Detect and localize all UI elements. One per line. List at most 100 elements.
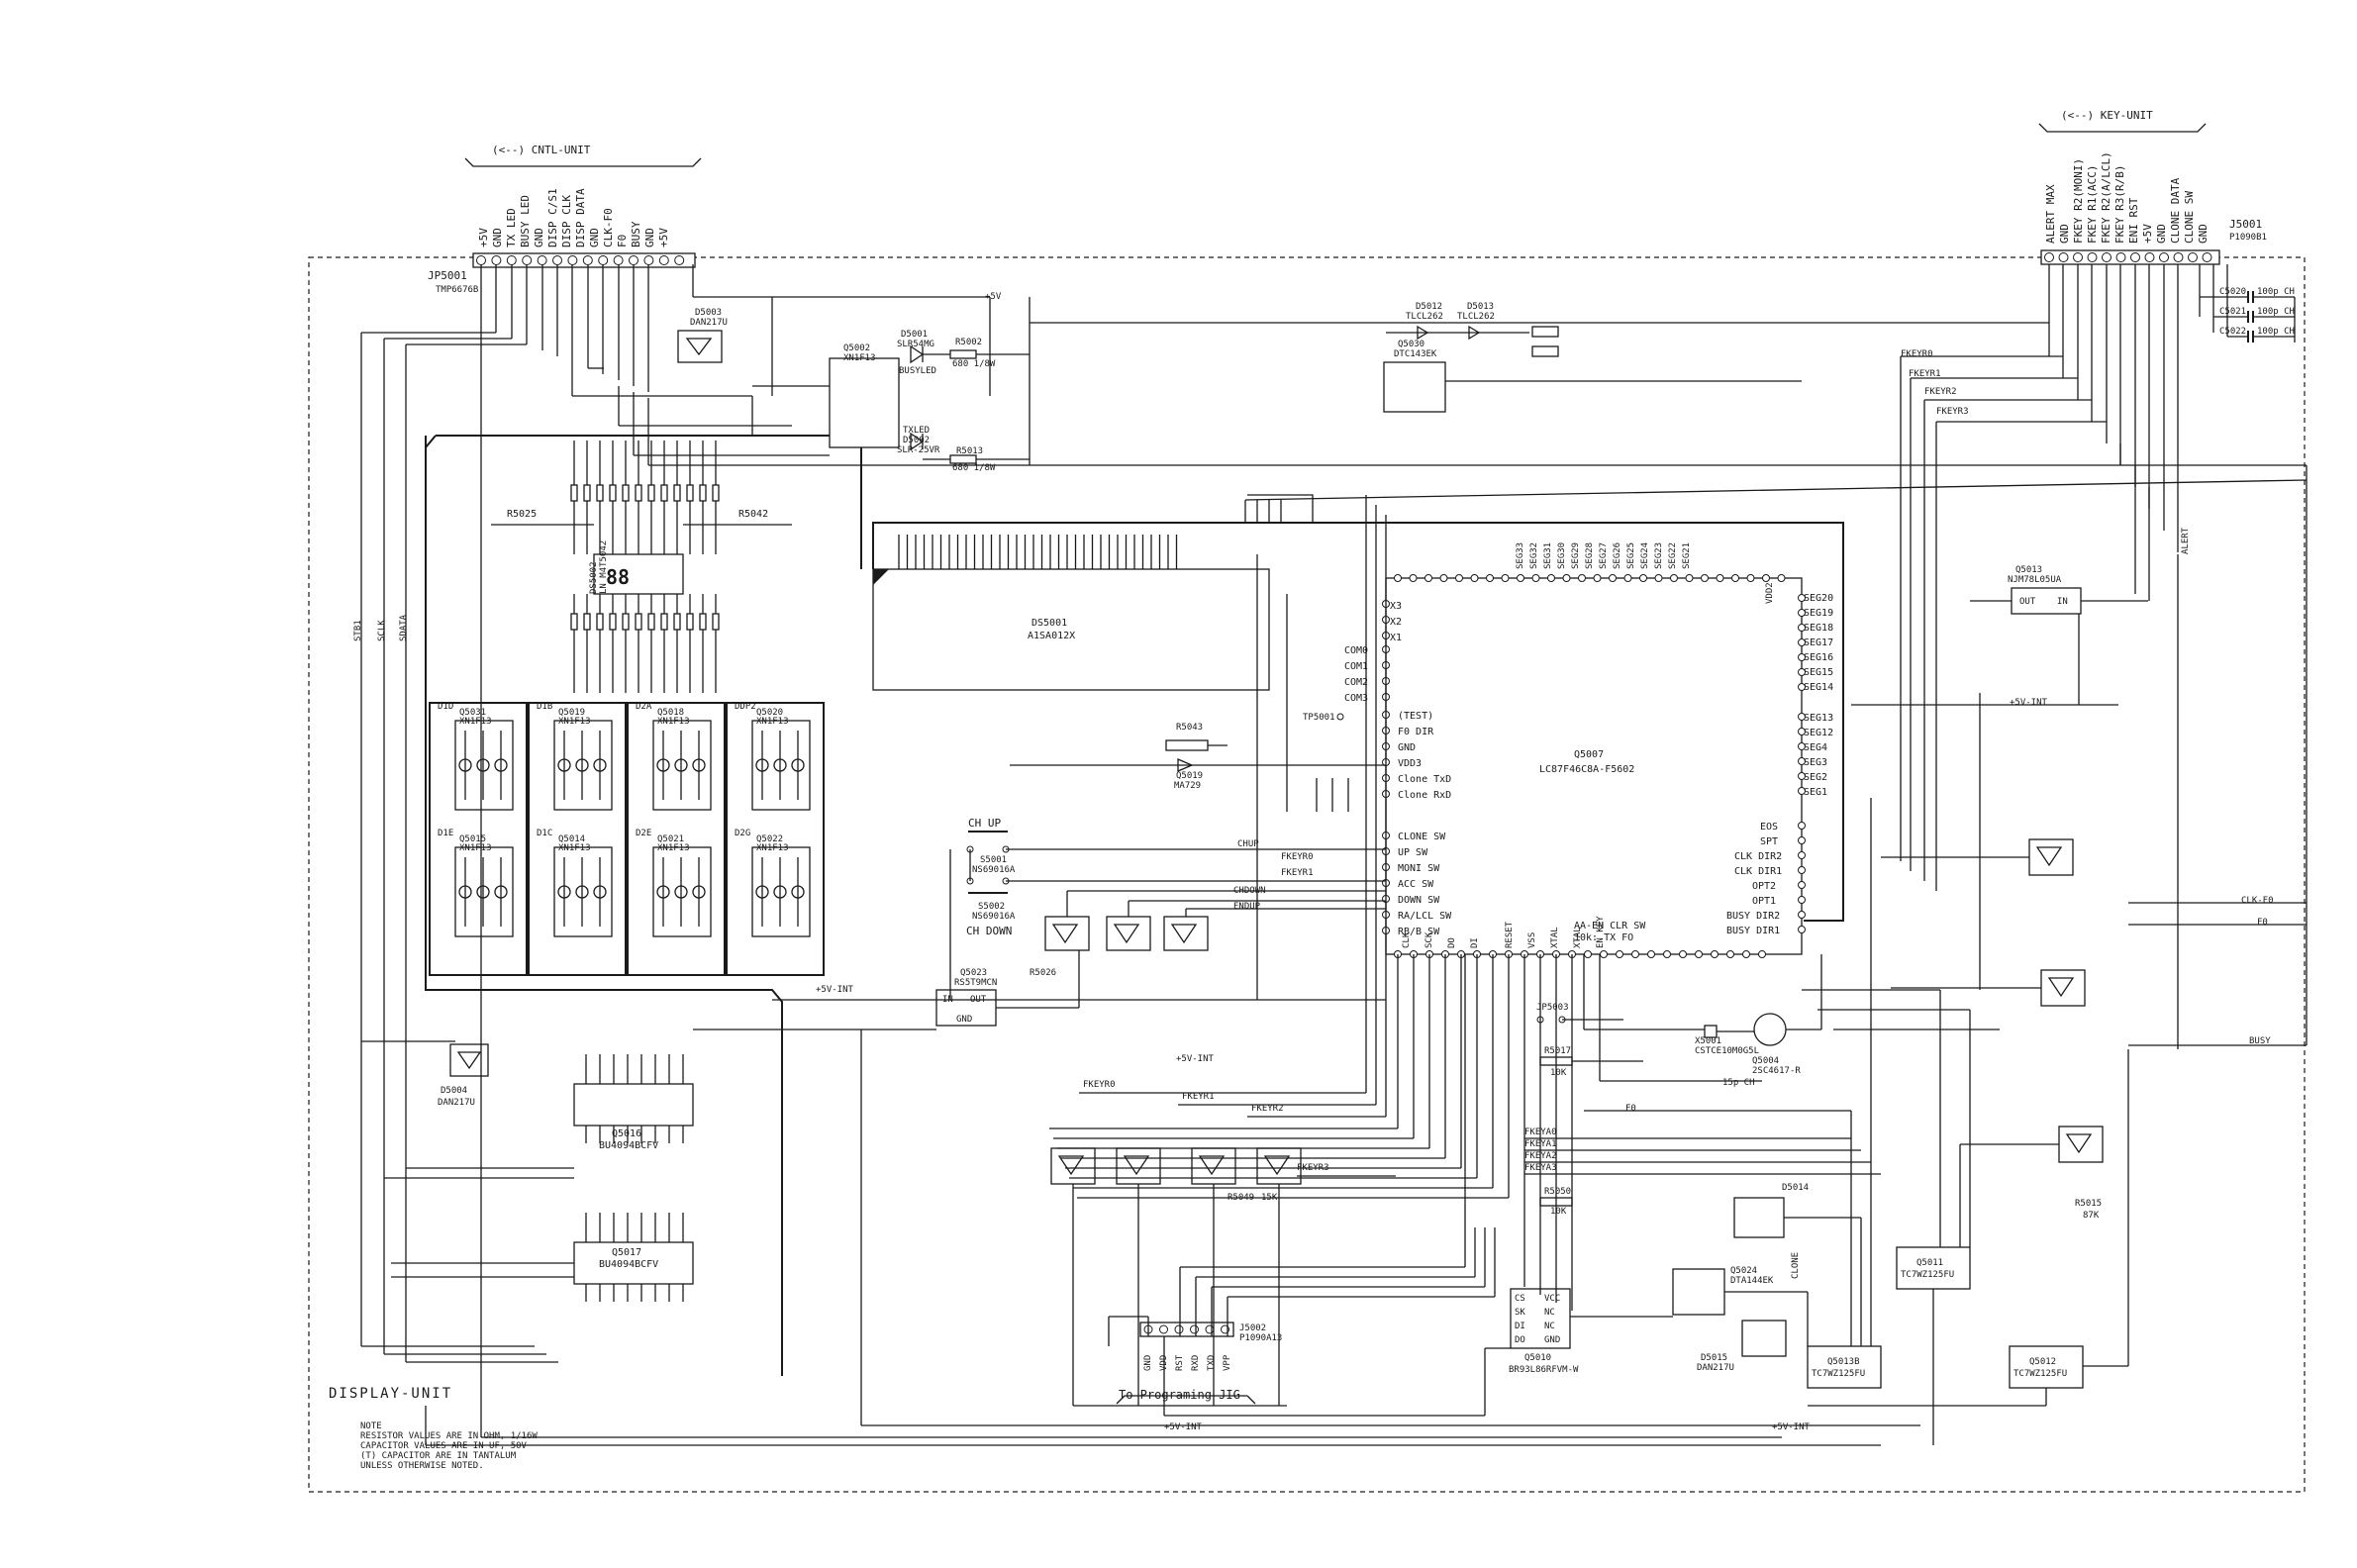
driver-q5017: Q5017 BU4094BCFV — [573, 1241, 694, 1285]
main-pin-xtal-a: XTAL — [1550, 927, 1560, 948]
transistor — [692, 885, 706, 899]
r5017-label: R5017 — [1544, 1046, 1571, 1056]
cntl-pin-13: +5V — [657, 228, 670, 247]
logic-q5011-ref: Q5011 — [1916, 1258, 1943, 1268]
main-ic-left-labels: X3 X2 X1 COM0 COM1 COM2 COM3 (TEST) F0 D… — [1344, 601, 1452, 937]
ic-pin — [1562, 574, 1571, 582]
ic-pin — [1798, 638, 1806, 646]
connector-pin — [2115, 252, 2126, 262]
transistor — [692, 758, 706, 772]
main-pin-com1: COM1 — [1344, 661, 1368, 672]
logic-q5012-part: TC7WZ125FU — [2013, 1369, 2067, 1379]
wire — [1113, 924, 1140, 944]
logic-q5013b-part: TC7WZ125FU — [1812, 1369, 1865, 1379]
ic-pin — [1623, 574, 1632, 582]
jig-pin-vpp: VPP — [1223, 1354, 1232, 1371]
transistor-array-ref: Q5031 — [459, 708, 486, 718]
main-pin-opt1: OPT1 — [1752, 896, 1776, 907]
transistor — [476, 758, 490, 772]
transistor — [593, 885, 607, 899]
transistor — [755, 885, 769, 899]
transistor-array — [751, 720, 811, 811]
resistor — [622, 484, 630, 502]
wire — [726, 702, 825, 976]
key-pin-7: +5V — [2141, 224, 2154, 244]
ic-pin — [1670, 574, 1678, 582]
wire — [528, 702, 627, 976]
resistor — [712, 484, 720, 502]
main-pin-seg4: SEG4 — [1804, 742, 1827, 753]
ic-pin — [1639, 574, 1647, 582]
main-pin-seg19: SEG19 — [1804, 608, 1833, 619]
eeprom-do: DO — [1515, 1335, 1525, 1345]
ic-pin — [1716, 574, 1724, 582]
fkey-top-3: FKEYR3 — [1936, 407, 1969, 417]
main-pin-seg14: SEG14 — [1804, 682, 1833, 693]
ic-pin — [1486, 574, 1494, 582]
eeprom-ref: Q5010 — [1524, 1353, 1551, 1363]
logic-q5013b-ref: Q5013B — [1827, 1357, 1860, 1367]
diode — [1044, 916, 1090, 951]
transistor-array-ref: Q5018 — [657, 708, 684, 718]
connector-pin — [491, 255, 502, 265]
note-line-1: CAPACITOR VALUES ARE IN UF, 50V — [360, 1441, 528, 1451]
diode — [2058, 1126, 2104, 1163]
wire — [1123, 1155, 1150, 1176]
resistor — [622, 613, 630, 631]
connector-pin — [2173, 252, 2184, 262]
transistor-array — [652, 846, 712, 937]
segment-label: DDP2 — [735, 702, 756, 712]
main-pin-com3: COM3 — [1344, 693, 1368, 704]
resistor — [712, 613, 720, 631]
ch-down-label: CH DOWN — [966, 925, 1012, 937]
d5013-label: D5013 — [1467, 302, 1494, 312]
transistor — [674, 758, 688, 772]
cntl-unit-connector: (<--) CNTL-UNIT +5V GND TX LED BUSY LED … — [428, 144, 702, 295]
connector-pin — [506, 255, 517, 265]
q5030-ref: Q5030 — [1398, 340, 1424, 349]
fkey-top-0: FKEYR0 — [1901, 349, 1933, 359]
main-pin-test: (TEST) — [1398, 711, 1433, 722]
ic-pin — [1798, 683, 1806, 691]
transistor-array — [454, 846, 514, 937]
transistor — [674, 885, 688, 899]
transistor-array-part: XN1F13 — [756, 843, 789, 853]
main-pin-seg1: SEG1 — [1804, 787, 1827, 798]
diode-row-mid — [1044, 916, 1209, 951]
connector-pin — [2044, 252, 2054, 262]
transistor-array-ref: Q5015 — [459, 834, 486, 844]
jig-ref: J5002 — [1239, 1323, 1266, 1333]
connector-pin — [2202, 252, 2212, 262]
connector-pin — [2058, 252, 2069, 262]
lcd-ref: DS5001 — [1031, 618, 1067, 629]
transistor-array-part: XN1F13 — [459, 717, 492, 727]
transistor-array-part: XN1F13 — [756, 717, 789, 727]
d5012-label: D5012 — [1416, 302, 1442, 312]
transistor-array-ref: Q5020 — [756, 708, 783, 718]
plus5v-top: +5V — [985, 292, 1002, 302]
cntl-pin-3: BUSY LED — [519, 195, 532, 247]
ic-pin — [1501, 574, 1510, 582]
crystal-block: X5001 CSTCE10M0G5L Q5004 2SC4617-R 15p C… — [1695, 1013, 1801, 1088]
q5019-ref: Q5019 — [1176, 771, 1203, 781]
main-pin-clonerx: Clone RxD — [1398, 790, 1451, 801]
eeprom: CS SK DI DO VCC NC NC GND Q5010 BR93L86R… — [1509, 1288, 1579, 1375]
ic-pin — [1726, 950, 1734, 958]
main-pin-x3: X3 — [1390, 601, 1402, 612]
resistor — [583, 484, 591, 502]
busy-led-part: SLR54MG — [897, 340, 934, 349]
ic-pin — [1798, 594, 1806, 602]
ic-pin — [1798, 881, 1806, 889]
main-pin-seg15: SEG15 — [1804, 667, 1833, 678]
eeprom-cs: CS — [1515, 1294, 1525, 1304]
ic-pin — [1424, 574, 1432, 582]
wire — [1170, 924, 1198, 944]
connector-pin — [598, 255, 609, 265]
unit-title: DISPLAY-UNIT — [329, 1386, 452, 1402]
transistor — [755, 758, 769, 772]
transistor — [476, 885, 490, 899]
note-line-0: RESISTOR VALUES ARE IN OHM, 1/16W — [360, 1431, 538, 1441]
transistor — [773, 758, 787, 772]
main-pin-sck: SCK — [1424, 931, 1434, 948]
transistor-array-ref: Q5014 — [558, 834, 585, 844]
